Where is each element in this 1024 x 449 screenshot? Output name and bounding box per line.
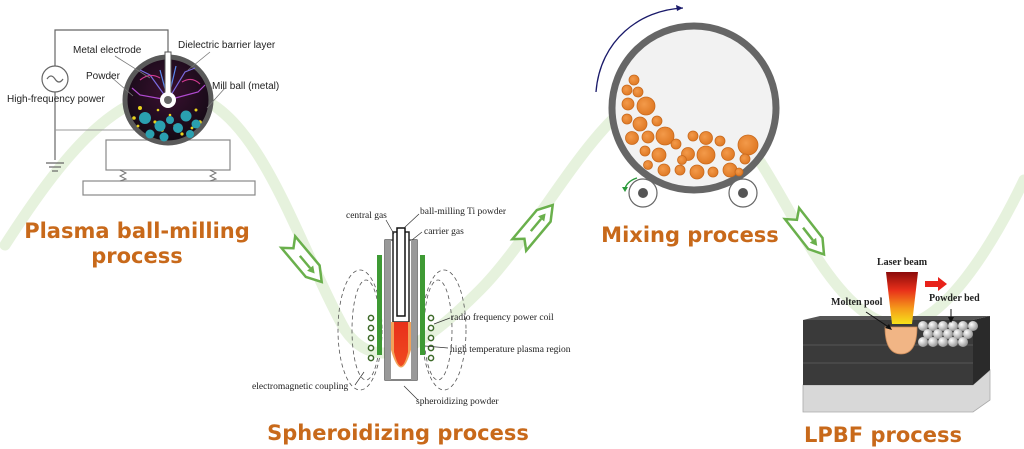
label-spheroidizing-powder: spheroidizing powder [416,397,499,407]
stage-title-mixing: Mixing process [601,223,779,247]
plasma-ball-milling-figure: Metal electrode Dielectric barrier layer… [7,29,279,196]
stage-title-lpbf: LPBF process [804,423,962,447]
rotation-arrowhead [676,5,683,11]
label-molten-pool: Molten pool [831,297,883,308]
laser-beam [886,272,918,324]
ground-icon [46,162,64,172]
rotation-arrow-icon [595,7,684,93]
label-ti-powder: ball-milling Ti powder [420,207,507,217]
mixing-drum [608,22,780,194]
rf-coil-left [377,255,382,355]
central-tube [396,227,406,317]
label-carrier-gas: carrier gas [424,227,464,237]
spring-right [208,169,218,182]
roller-right-hub [738,188,748,198]
circuit-wire [54,29,169,95]
molten-pool-leader [865,311,891,329]
scan-direction-arrow-icon [925,277,947,291]
roller-rotation-arrowhead [622,187,628,192]
label-dielectric-barrier: Dielectric barrier layer [178,40,276,51]
label-laser-beam: Laser beam [877,257,928,268]
label-central-gas: central gas [346,211,387,221]
stage-title-plasma-ball-milling-line2: process [91,244,183,268]
flow-arrow-shaft [529,218,543,232]
rf-coil-right [420,255,425,355]
powder-bed-spheres [918,321,978,347]
label-powder-bed: Powder bed [929,293,980,304]
spheroidizing-leaders [354,213,451,401]
spring-left [118,169,128,182]
coil-turns [367,314,435,362]
flow-arrow-shaft [298,255,312,269]
flow-arrow-head [307,265,315,274]
electrode-core [164,96,172,104]
stage-title-spheroidizing: Spheroidizing process [267,421,529,445]
mixing-balls [621,74,759,180]
lpbf-figure: Laser beam Molten pool Powder bed [802,257,991,413]
label-metal-electrode: Metal electrode [73,45,142,56]
label-plasma-region: high temperature plasma region [450,345,571,355]
flow-arrow-shaft [802,226,814,242]
leader-lines [109,51,226,109]
flow-arrow-3 [782,205,826,257]
ac-wave-glyph [46,75,64,83]
powder-bed-leader-head [948,317,954,323]
label-rf-coil: radio frequency power coil [451,312,554,323]
label-em-coupling: electromagnetic coupling [252,382,349,392]
mill-balls [139,110,201,142]
mixing-figure [595,5,780,208]
label-powder: Powder [86,71,121,82]
label-mill-ball: Mill ball (metal) [212,81,279,92]
spheroidizing-figure: central gas ball-milling Ti powder carri… [252,207,571,407]
plasma-core [394,322,408,366]
outer-tube-hatch-left [385,240,391,380]
flow-arrow-head [809,237,818,246]
outer-tube-hatch-right [411,240,417,380]
plasma-discharge [131,65,206,101]
flow-arrow-2 [509,203,555,254]
mill-platform-lower [82,180,256,196]
label-hf-power: High-frequency power [7,94,105,105]
flow-arrow-head [538,213,546,222]
flow-arrow-1 [278,233,324,284]
roller-left-hub [638,188,648,198]
molten-pool-leader-head [885,324,892,330]
molten-pool [884,326,918,355]
build-side-face [973,316,990,385]
stage-title-plasma-ball-milling-line1: Plasma ball-milling [24,219,250,243]
